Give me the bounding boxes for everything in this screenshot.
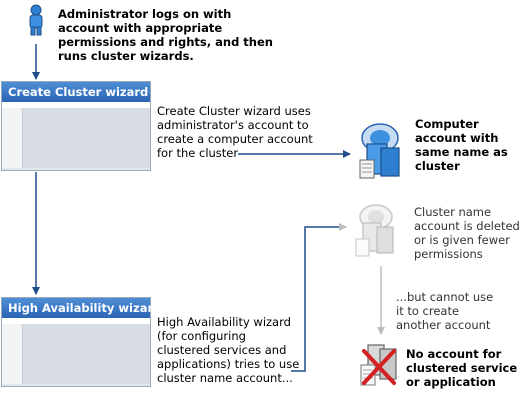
faded-server-icon (350, 203, 400, 263)
arrow-ha-to-deleted-account (291, 223, 347, 372)
deleted-account-caption: Cluster name account is deleted or is gi… (414, 205, 520, 261)
cannot-use-caption: ...but cannot use it to create another a… (396, 290, 494, 332)
computer-account-caption: Computer account with same name as clust… (415, 117, 508, 173)
administrator-person-icon (26, 4, 46, 36)
server-with-red-x-icon (356, 339, 402, 397)
high-availability-wizard: High Availability wizard (1, 297, 161, 387)
computer-account-server-icon (352, 122, 408, 184)
create-cluster-wizard-title: Create Cluster wizard (2, 82, 150, 102)
high-availability-wizard-title: High Availability wizard (2, 298, 161, 318)
create-cluster-wizard: Create Cluster wizard (1, 81, 151, 171)
create-cluster-description: Create Cluster wizard uses administrator… (157, 104, 313, 160)
high-availability-description: High Availability wizard (for configurin… (157, 315, 300, 385)
administrator-caption: Administrator logs on with account with … (58, 7, 273, 63)
no-account-caption: No account for clustered service or appl… (406, 347, 518, 389)
